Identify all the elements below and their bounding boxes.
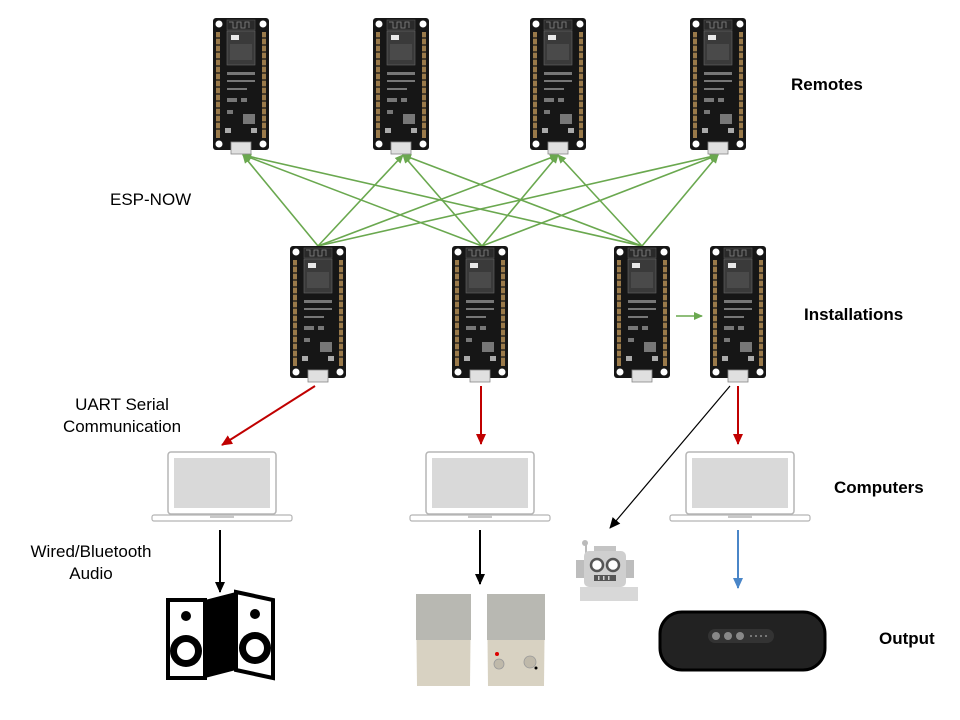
esp32-board-icon [613,245,671,383]
esp32-board-icon [289,245,347,383]
computers [151,451,811,522]
esp32-board-icon [689,17,747,155]
bookshelf-speakers-icon [166,589,275,681]
esp-now-link [317,152,719,247]
robot-link [609,385,731,529]
esp32-board-icon [451,245,509,383]
esp-now-links [242,152,719,320]
esp-now-link [242,154,483,247]
esp-now-label: ESP-NOW [110,190,192,209]
uart-label-line1: UART Serial [75,395,169,414]
installations-label: Installations [804,305,904,324]
output-label: Output [879,629,935,648]
esp32-board-icon [212,17,270,155]
laptop-icon [409,451,551,522]
esp-now-link [402,154,643,247]
esp-now-link [557,154,643,247]
audio-links [215,530,743,593]
bluetooth-speaker-icon [658,610,827,672]
laptop-icon [151,451,293,522]
esp-now-link [317,154,559,247]
esp-now-link [641,154,719,247]
robot-icon [576,540,638,601]
laptop-icon [669,451,811,522]
audio-label: Wired/Bluetooth Audio [18,541,164,585]
computers-label: Computers [834,478,924,497]
audio-label-line2: Audio [69,564,113,583]
esp32-board-icon [709,245,767,383]
audio-label-line1: Wired/Bluetooth [30,542,152,561]
uart-label: UART Serial Communication [52,394,192,438]
uart-link [221,385,316,446]
uart-links [221,385,743,446]
computer-speakers-icon [416,594,545,686]
remotes-label: Remotes [791,75,863,94]
remote-boards [212,17,747,155]
esp-now-link [481,154,559,247]
esp-now-link [242,152,643,247]
esp-now-link [242,154,319,247]
uart-label-line2: Communication [62,417,182,436]
esp32-board-icon [372,17,430,155]
esp32-board-icon [529,17,587,155]
installation-boards [289,245,767,383]
